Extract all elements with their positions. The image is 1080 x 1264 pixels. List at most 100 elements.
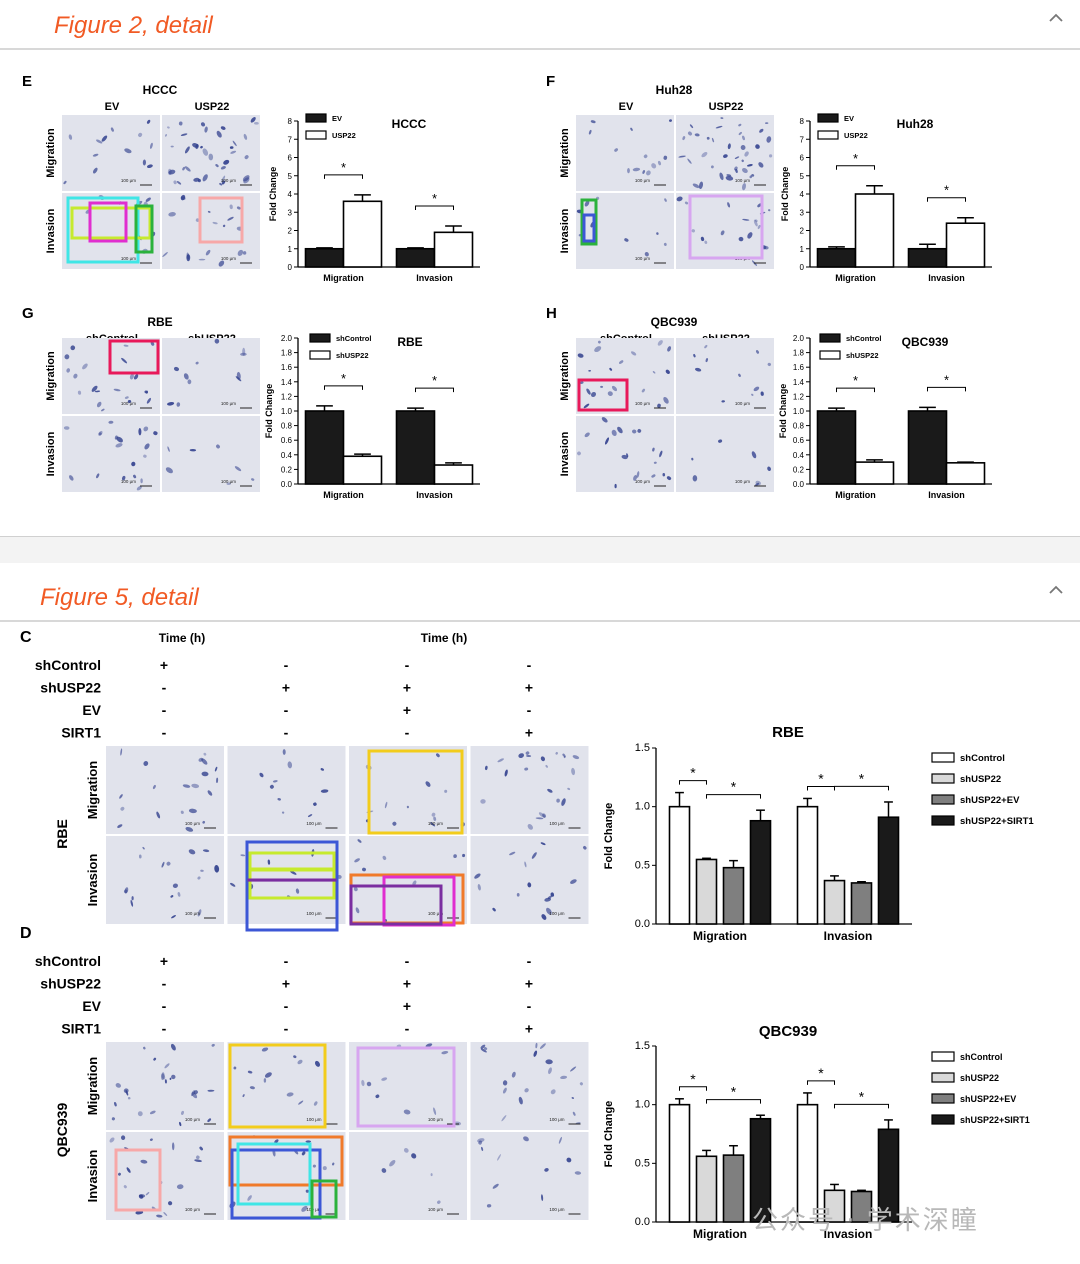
cell-mark [614,483,617,489]
cell-mark [584,200,590,207]
cell-mark [694,133,700,137]
significance-star: * [818,770,824,786]
cell-mark [289,870,297,875]
cell-mark [355,907,360,914]
cell-mark [138,428,142,436]
cell-mark [759,128,764,133]
cell-mark [113,388,121,392]
chevron-up-icon[interactable] [1048,582,1064,598]
cell-mark [563,755,566,759]
x-category-label: Migration [693,1227,747,1241]
significance-bracket [706,1099,761,1104]
cell-mark [149,142,153,149]
y-axis-label: Fold Change [264,384,274,439]
bar [877,816,900,925]
legend-swatch [931,773,955,784]
cell-mark [187,379,192,385]
cell-mark [322,1166,327,1171]
cell-mark [146,164,153,169]
cell-mark [167,1201,173,1206]
cell-mark [518,1096,523,1105]
cell-mark [122,475,126,481]
cell-mark [237,249,244,256]
y-tick-label: 1.0 [635,801,650,813]
y-tick-label: 1.8 [281,349,293,358]
cell-mark [118,1172,121,1176]
cell-mark [425,1043,433,1048]
cell-mark [184,146,190,154]
cell-mark [481,1146,484,1151]
cell-mark [590,391,597,398]
cell-mark [170,895,174,898]
cell-mark [525,751,530,755]
significance-bracket [415,205,454,210]
cell-mark [295,888,300,894]
cell-mark [282,749,286,755]
cell-mark [577,451,581,456]
cell-mark [173,366,180,372]
cell-mark [558,1136,562,1144]
cell-mark [143,426,149,432]
cell-mark [109,1137,115,1143]
cell-mark [125,1089,129,1096]
cell-mark [526,754,532,758]
cell-mark [165,134,167,137]
cell-mark [195,143,199,150]
cell-mark [242,347,246,356]
y-tick-label: 0 [288,263,293,272]
cell-mark [98,430,103,436]
column-label: USP22 [709,101,744,113]
cell-mark [627,168,630,174]
cell-mark [542,813,546,818]
cell-mark [227,216,234,221]
condition-sign: - [405,657,410,673]
cell-mark [176,402,181,407]
cell-mark [120,1135,126,1140]
cell-mark [184,166,191,172]
cell-mark [357,839,362,843]
cell-mark [214,338,220,344]
cell-mark [166,861,171,866]
cell-mark [140,478,143,484]
condition-sign: + [403,680,411,696]
cell-mark [538,812,546,818]
cell-mark [156,1214,163,1218]
cell-mark [546,907,552,915]
cell-mark [642,170,646,174]
cell-mark [389,1160,396,1167]
row-label: Migration [45,128,57,178]
cell-mark [484,765,488,771]
condition-sign: + [160,953,168,969]
cell-mark [127,399,132,404]
section-header-figure5: Figure 5, detail [0,572,1080,622]
cell-mark [207,1118,212,1123]
bar [854,461,895,485]
row-label: Migration [85,761,100,820]
cell-mark [480,1044,486,1049]
significance-bracket [415,387,454,393]
condition-sign: - [527,998,532,1014]
cell-mark [179,1121,182,1127]
chevron-up-icon[interactable] [1048,10,1064,26]
condition-sign: + [525,725,533,741]
chart-title: RBE [397,335,422,349]
cell-mark [244,155,249,160]
cell-mark [579,381,584,384]
y-axis-label: Fold Change [780,167,790,222]
cell-mark [178,121,183,126]
condition-sign: - [162,1021,167,1037]
legend-swatch [309,333,331,343]
cell-mark [223,159,230,165]
cell-mark [436,753,440,758]
row-label: Invasion [559,431,571,476]
cell-mark [651,163,657,169]
panel-letter: G [22,305,34,322]
significance-bracket [836,387,875,393]
cell-mark [584,432,590,438]
cell-mark [216,130,222,138]
cell-mark [652,371,656,374]
significance-star: * [690,1071,696,1087]
cell-mark [320,768,325,771]
y-tick-label: 0.6 [793,436,805,445]
